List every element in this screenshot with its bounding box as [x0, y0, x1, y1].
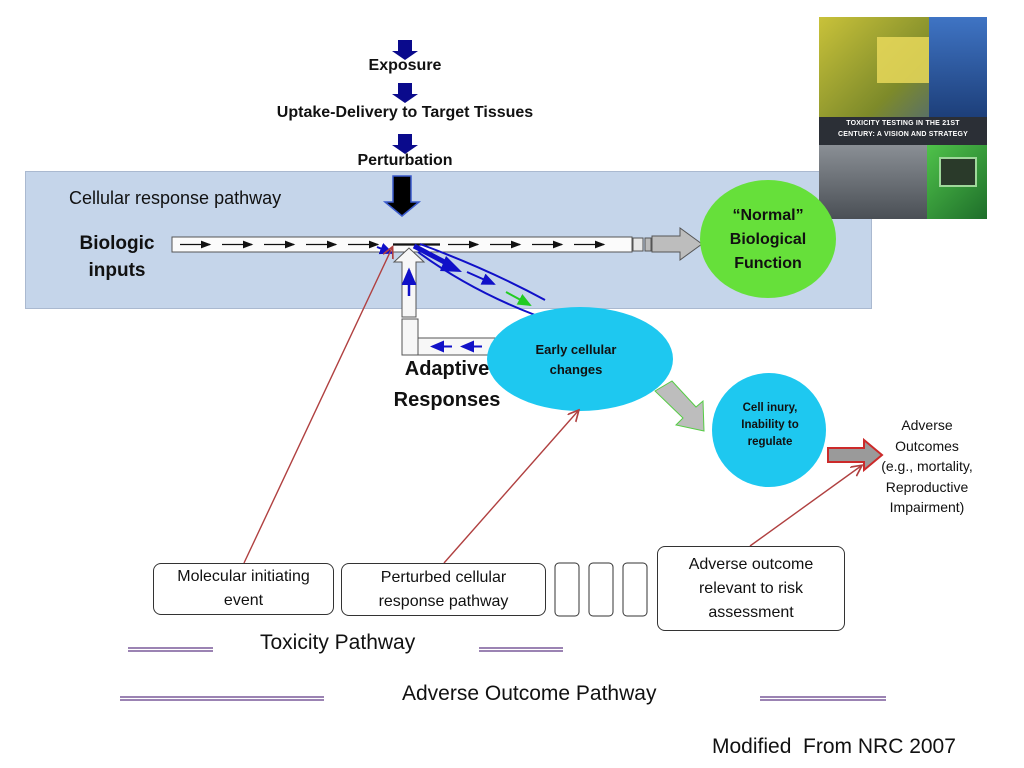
early-changes-label: Early cellular changes [535, 342, 617, 377]
placeholder-box-3 [622, 562, 648, 617]
perturbation-arrow [382, 175, 422, 217]
down-arrow-exposure [392, 40, 418, 60]
cell-injury-node [712, 373, 826, 487]
diversion-curve-inner [417, 251, 536, 316]
pathway-connector-tail [644, 237, 652, 252]
adverse-outcomes-label: Adverse Outcomes (e.g., mortality, Repro… [881, 417, 973, 515]
adverse-outcome-relevant-box: Adverse outcome relevant to risk assessm… [657, 546, 845, 631]
uptake-label: Uptake-Delivery to Target Tissues [276, 104, 534, 121]
nrc-report-cover-image: TOXICITY TESTING IN THE 21ST CENTURY: A … [819, 17, 987, 219]
source-credit: Modified From NRC 2007 [712, 735, 956, 758]
normal-function-node [700, 180, 836, 298]
cellular-response-label: Cellular response pathway [69, 188, 282, 208]
normal-function-label: “Normal” Biological Function [729, 207, 807, 272]
exposure-label: Exposure [368, 57, 442, 74]
down-arrow-uptake [392, 83, 418, 103]
adaptive-responses-label: Adaptive Responses [393, 358, 501, 411]
link-adverse-box-to-outcomes [749, 466, 861, 547]
early-changes-node [487, 307, 673, 411]
green-arrow-small [505, 291, 532, 306]
blue-arrow-small [466, 271, 496, 285]
arrow-to-adverse-outcomes [827, 437, 884, 473]
perturbed-pathway-box: Perturbed cellular response pathway [341, 563, 546, 616]
placeholder-box-2 [588, 562, 614, 617]
cell-injury-label: Cell inury, Inability to regulate [741, 402, 799, 448]
toxicity-pathway-label: Toxicity Pathway [260, 631, 416, 654]
pathway-connector [632, 237, 644, 252]
link-perturbed-to-early [443, 411, 578, 564]
placeholder-box-1 [554, 562, 580, 617]
diversion-arrow-head [440, 256, 462, 272]
arrow-to-normal-function [651, 227, 703, 261]
cover-title: TOXICITY TESTING IN THE 21ST CENTURY: A … [838, 120, 968, 138]
aop-rules [120, 696, 886, 701]
link-molecular-to-pathway [243, 248, 392, 564]
adaptive-return-elbow [401, 318, 419, 356]
biologic-inputs-label: Biologic inputs [79, 233, 155, 281]
adverse-outcome-pathway-label: Adverse Outcome Pathway [402, 682, 657, 705]
toxicity-pathway-rules [128, 647, 563, 652]
diversion-curve-outer [419, 243, 546, 301]
arrow-early-to-injury [654, 380, 705, 432]
molecular-initiating-event-box: Molecular initiating event [153, 563, 334, 615]
perturbation-label: Perturbation [357, 152, 453, 169]
down-arrow-perturbation [392, 134, 418, 154]
